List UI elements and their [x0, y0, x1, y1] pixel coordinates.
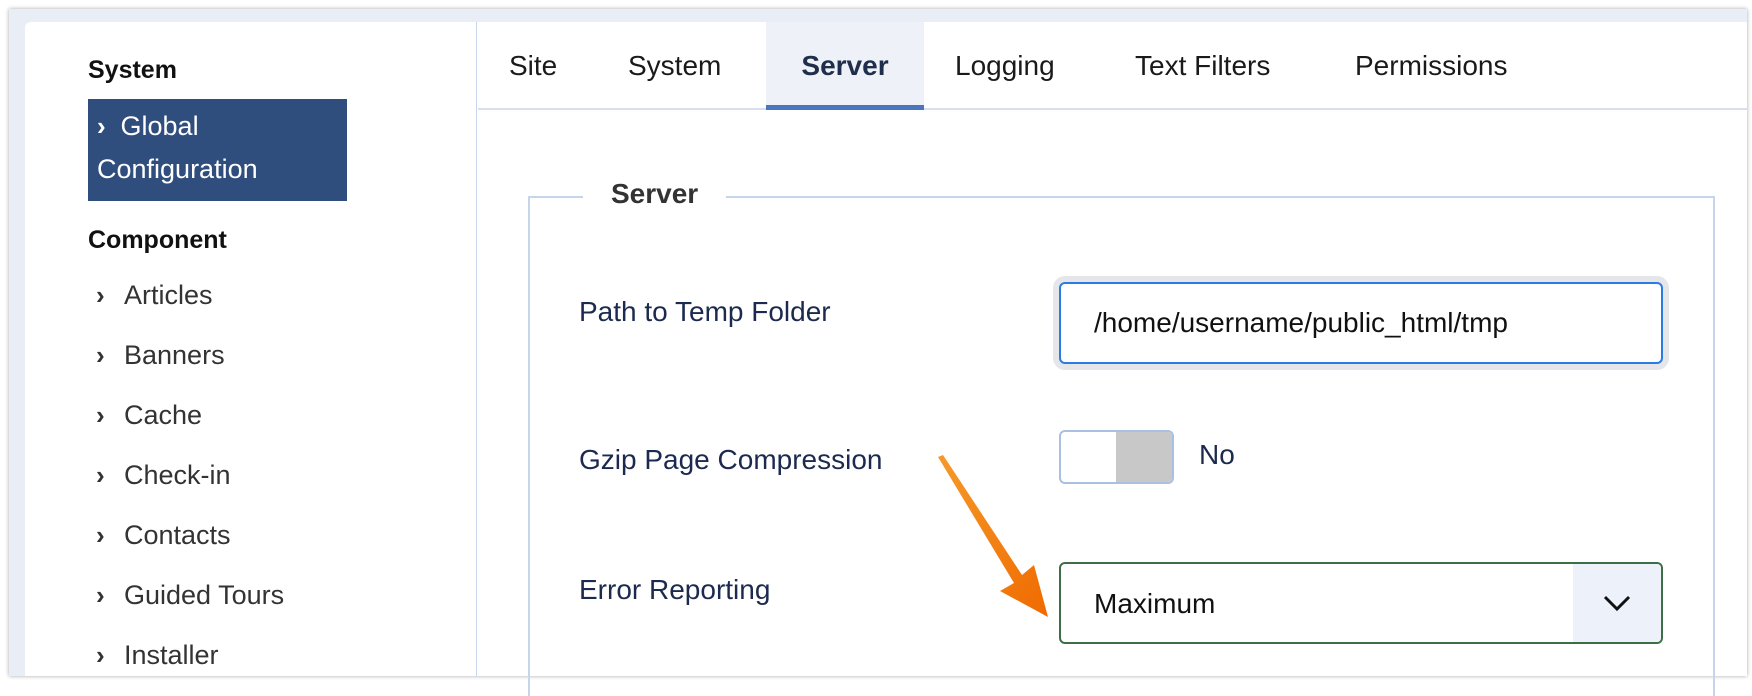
sidebar: System › Global Configuration Component …: [25, 22, 477, 676]
chevron-right-icon: ›: [96, 460, 105, 490]
sidebar-item-cache[interactable]: ›Cache: [96, 400, 203, 430]
chevron-right-icon: ›: [96, 640, 105, 670]
chevron-right-icon: ›: [96, 340, 105, 370]
tab-bar: Site System Server Logging Text Filters …: [478, 22, 1747, 110]
sidebar-item-contacts[interactable]: ›Contacts: [96, 520, 231, 550]
chevron-right-icon: ›: [96, 580, 105, 610]
chevron-down-icon[interactable]: [1573, 564, 1661, 642]
tab-server[interactable]: Server: [766, 22, 924, 110]
sidebar-item-check-in[interactable]: ›Check-in: [96, 460, 231, 490]
tab-site[interactable]: Site: [509, 50, 558, 81]
path-to-temp-folder-input[interactable]: [1059, 282, 1663, 364]
toggle-knob: [1116, 432, 1172, 482]
select-value: Maximum: [1094, 588, 1216, 619]
gzip-toggle-value: No: [1199, 439, 1235, 470]
error-reporting-select[interactable]: Maximum: [1059, 562, 1663, 644]
tab-permissions[interactable]: Permissions: [1355, 50, 1508, 81]
fieldset-legend: Server: [583, 178, 727, 210]
sidebar-item-installer[interactable]: ›Installer: [96, 640, 219, 670]
chevron-right-icon: ›: [96, 520, 105, 550]
gzip-toggle[interactable]: [1059, 430, 1174, 484]
tab-system[interactable]: System: [628, 50, 722, 81]
sidebar-item-guided-tours[interactable]: ›Guided Tours: [96, 580, 285, 610]
sidebar-item-articles[interactable]: ›Articles: [96, 280, 213, 310]
gzip-label: Gzip Page Compression: [579, 444, 883, 475]
chevron-right-icon: ›: [97, 111, 106, 141]
server-fieldset: [528, 196, 1715, 696]
tab-logging[interactable]: Logging: [955, 50, 1055, 81]
sidebar-item-banners[interactable]: ›Banners: [96, 340, 225, 370]
sidebar-heading-component: Component: [88, 226, 227, 254]
chevron-right-icon: ›: [96, 400, 105, 430]
path-label: Path to Temp Folder: [579, 296, 831, 327]
tab-text-filters[interactable]: Text Filters: [1135, 50, 1271, 81]
sidebar-heading-system: System: [88, 56, 177, 84]
error-reporting-label: Error Reporting: [579, 574, 771, 605]
sidebar-item-global-configuration[interactable]: › Global Configuration: [88, 99, 347, 201]
chevron-right-icon: ›: [96, 280, 105, 310]
annotation-arrow-icon: [938, 455, 1048, 617]
